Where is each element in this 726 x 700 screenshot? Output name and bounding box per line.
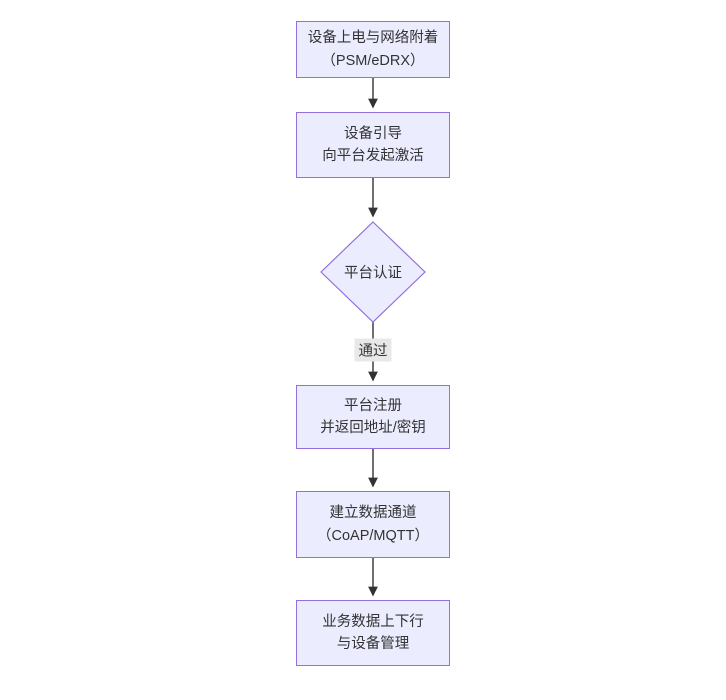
node-power-attach: 设备上电与网络附着 （PSM/eDRX） [296,21,450,78]
node-label-line: 与设备管理 [336,636,410,652]
node-label-line: （CoAP/MQTT） [317,527,429,544]
node-data-channel: 建立数据通道 （CoAP/MQTT） [296,491,450,558]
node-label-line: 设备引导 [344,125,402,142]
node-label-line: 平台注册 [344,397,402,414]
node-label-line: （PSM/eDRX） [321,52,425,69]
node-business-data: 业务数据上下行 与设备管理 [296,600,450,666]
decision-diamond-shape [320,221,426,323]
node-bootstrap: 设备引导 向平台发起激活 [296,112,450,178]
edge-label-pass: 通过 [354,338,392,362]
node-label-line: 设备上电与网络附着 [307,30,439,47]
node-platform-register: 平台注册 并返回地址/密钥 [296,385,450,449]
node-label-line: 业务数据上下行 [322,613,424,630]
node-label-line: 建立数据通道 [329,505,417,522]
node-label-line: 并返回地址/密钥 [320,420,426,436]
node-platform-auth-label: 平台认证 [344,265,402,282]
node-label-line: 向平台发起激活 [322,148,424,164]
